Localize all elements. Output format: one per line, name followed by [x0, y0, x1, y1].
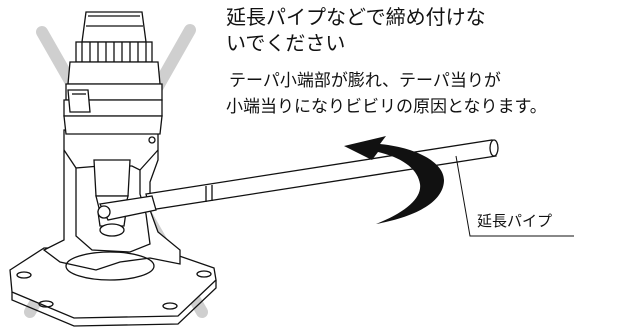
warning-title-line1: 延長パイプなどで締め付けな — [226, 5, 486, 29]
callout-leader — [455, 155, 574, 237]
rotation-arrow-icon — [344, 136, 444, 224]
warning-note-line1: テーパ小端部が膨れ、テーパ当りが — [229, 71, 501, 91]
warning-title-line2: いでください — [226, 31, 346, 55]
mounting-hole — [196, 270, 212, 278]
base-plate — [9, 247, 217, 327]
extension-pipe-label: 延長パイプ — [477, 212, 553, 230]
warning-note-line2: 小端当りになりビビリの原因となります。 — [226, 97, 547, 117]
holder-assembly — [63, 11, 163, 237]
mounting-hole — [16, 271, 32, 279]
mounting-hole — [162, 302, 178, 310]
mounting-hole — [38, 300, 54, 308]
